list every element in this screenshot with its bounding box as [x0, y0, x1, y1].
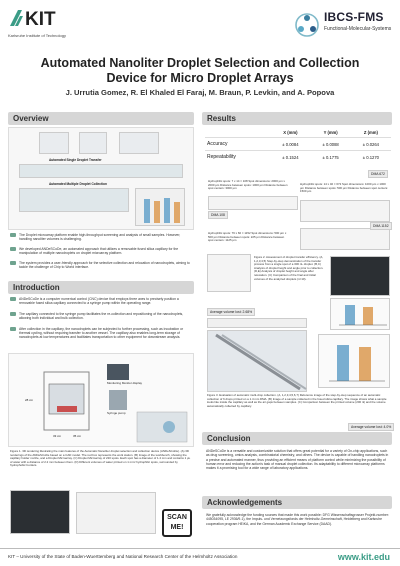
intro-label-syringe: Syringe pump [107, 411, 126, 415]
intro-label-dim-28: 28 cm [25, 398, 34, 402]
device-render-diagram [43, 364, 188, 443]
bullet-marker-icon [10, 247, 16, 251]
chip-image-672 [300, 200, 390, 222]
overview-bullet-2: We developed ANDeSCoDe, an automated app… [10, 247, 192, 255]
partner-logos [76, 492, 156, 534]
table-cell: Accuracy [205, 137, 271, 151]
overview-figure: Automated Single Droplet Transfer Automa… [8, 127, 194, 230]
spec-dma-672: Hydrophilic spots: 14 x 40 = 672 Spot di… [300, 182, 389, 194]
table-cell: ± 0.0264 [350, 137, 391, 151]
intro-bullet-1: ANDeSCoDe is a computer numerical contro… [10, 297, 192, 305]
ibcs-logo: IBCS-FMS Functional-Molecular-Systems [294, 10, 394, 44]
acknowledgements-text: We gratefully acknowledge the funding so… [206, 513, 389, 526]
section-conclusion-header: Conclusion [202, 432, 392, 445]
avg-volume-lost-2: Average volume lost: 4.0% [348, 423, 395, 431]
ibcs-title: IBCS-FMS [324, 10, 384, 24]
overview-bullet-1: The Droplet microarray platform enable h… [10, 233, 192, 241]
overview-label-multiple: Automated Multiple Droplet Collection [49, 182, 107, 186]
results-table-header-row: X (mm) Y (mm) Z (mm) [205, 128, 391, 138]
event-banner-image [10, 490, 70, 534]
bullet-marker-icon [10, 312, 16, 316]
overview-chip-image [79, 132, 107, 154]
figure-3-caption: Figure 3. Evaluation of automatic multi-… [207, 393, 387, 408]
figure-3-sequence-strip [207, 318, 307, 328]
overview-capillary-image [119, 132, 159, 154]
title-line-2: Device for Micro Droplet Arrays [106, 71, 294, 85]
chip-image-108 [208, 196, 298, 210]
figure-2-sequence-image [207, 254, 251, 292]
authors: J. Urrutia Gomez, R. El Khaled El Faraj,… [65, 88, 335, 97]
table-cell: ± 0.1270 [350, 150, 391, 163]
section-acknowledgements-header: Acknowledgements [202, 496, 392, 509]
avg-volume-lost-1: Average volume lost: 2.68% [207, 308, 256, 316]
intro-bullet-2: The capillary connected to the syringe p… [10, 312, 192, 320]
figure-2-chart [330, 298, 390, 330]
section-overview-header: Overview [8, 112, 194, 125]
chip-label-1152: DMA 1152 [370, 222, 392, 230]
intro-label-dim-35: 35 cm [73, 434, 82, 438]
intro-label-dim-33: 33 cm [53, 434, 62, 438]
title-line-1: Automated Nanoliter Droplet Selection an… [40, 56, 360, 70]
overview-bar-chart [135, 188, 185, 226]
overview-label-single: Automated Single Droplet Transfer [49, 158, 102, 162]
footer-url-link[interactable]: www.kit.edu [337, 552, 390, 562]
figure-3-capillary-image [207, 330, 307, 392]
scan-me-qr-badge[interactable]: SCAN ME! [162, 509, 192, 537]
poster-title: Automated Nanoliter Droplet Selection an… [0, 56, 400, 86]
spec-dma-1152: Hydrophilic spots: 76 x 60 = 1152 Spot d… [208, 231, 287, 243]
poster-header: KIT Karlsruhe Institute of Technology IB… [0, 0, 400, 52]
table-row: Accuracy ± 0.0084 ± 0.0088 ± 0.0264 [205, 137, 391, 151]
table-cell: ± 0.0088 [310, 137, 351, 151]
overview-bullet-3: The system provides a user-friendly appr… [10, 261, 192, 269]
table-cell: ± 0.0084 [270, 137, 311, 151]
figure-2-droplet-images [330, 256, 390, 296]
results-table: X (mm) Y (mm) Z (mm) Accuracy ± 0.0084 ±… [205, 128, 391, 163]
figure-2-caption: Figure 2. Assessment of droplet transfer… [254, 255, 324, 281]
poster-footer: KIT – University of the State of Baden-W… [0, 548, 400, 566]
bullet-marker-icon [10, 297, 16, 301]
bullet-marker-icon [10, 327, 16, 331]
table-cell: Repeatability [205, 150, 271, 163]
chip-label-108: DMA 108 [208, 211, 228, 219]
ibcs-subtitle: Functional-Molecular-Systems [324, 26, 392, 32]
section-results-header: Results [202, 112, 392, 125]
results-col-header [205, 128, 270, 138]
chip-image-1152 [300, 228, 390, 250]
results-col-header: X (mm) [283, 130, 298, 135]
results-col-header: Z (mm) [363, 130, 378, 135]
bullet-marker-icon [10, 261, 16, 265]
spec-dma-108: Hydrophilic spots: 7 x 14 = 108 Spot dim… [208, 179, 288, 191]
intro-bullet-3: After collection in the capillary, the n… [10, 327, 192, 340]
overview-single-transfer-strip [19, 164, 183, 178]
table-row: Repeatability ± 0.1524 ± 0.1775 ± 0.1270 [205, 150, 391, 163]
overview-multi-collection-strip [19, 188, 129, 212]
svg-text:KIT: KIT [25, 9, 56, 28]
section-introduction-header: Introduction [8, 281, 194, 294]
table-cell: ± 0.1524 [270, 150, 311, 163]
conclusion-text: ANDeSCoDe is a versatile and customizabl… [206, 449, 389, 471]
results-col-header: Y (mm) [323, 130, 338, 135]
kit-subtitle: Karlsruhe Institute of Technology [8, 33, 66, 38]
chip-label-672: DMA 672 [368, 170, 388, 178]
figure-1-caption: Figure 1. 3D rendering illustrating the … [10, 449, 191, 468]
kit-logo: KIT [8, 6, 68, 30]
bullet-marker-icon [10, 233, 16, 237]
ibcs-molecule-icon [295, 13, 319, 37]
footer-text: KIT – University of the State of Baden-W… [8, 554, 238, 559]
intro-label-monitor: Monitoring Monitor display [107, 381, 143, 385]
overview-device-image [39, 132, 69, 154]
table-cell: ± 0.1775 [310, 150, 351, 163]
intro-figure: Monitoring Monitor display Syringe pump … [8, 353, 194, 447]
figure-3-chart [318, 334, 390, 388]
